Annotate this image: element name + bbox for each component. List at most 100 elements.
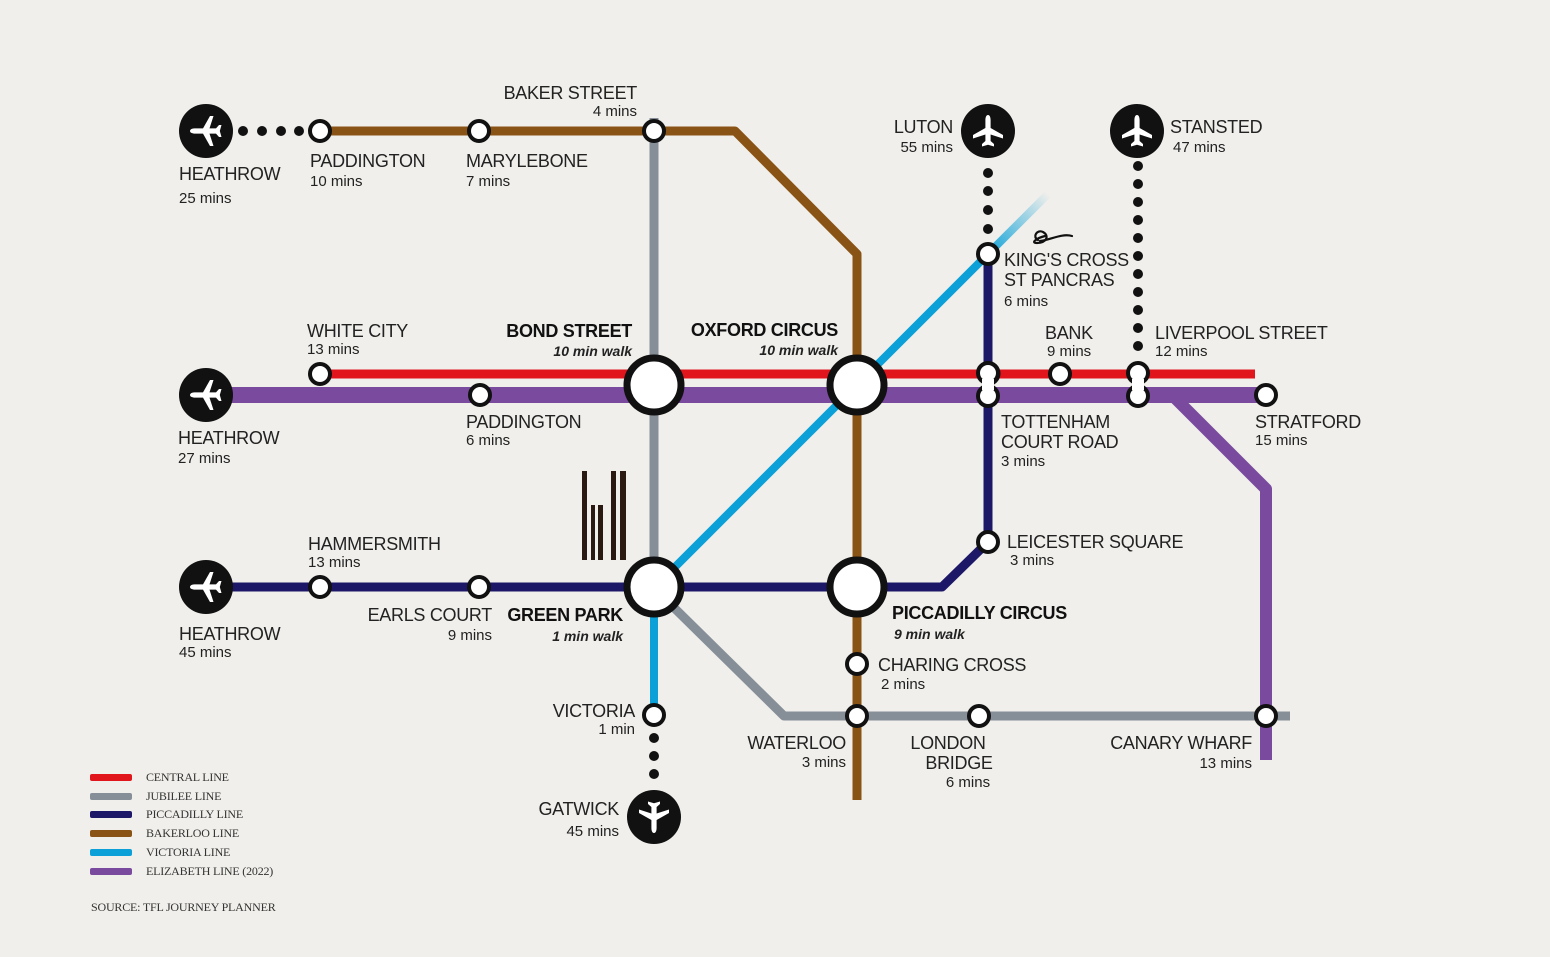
station-oxford-circus: OXFORD CIRCUS 10 min walk <box>690 320 838 358</box>
travel-time: 10 min walk <box>553 342 632 359</box>
station-markers <box>308 119 1278 728</box>
station-name: BOND STREET <box>506 321 632 341</box>
station-name-line1: LONDON <box>910 733 986 753</box>
source-note: SOURCE: TFL JOURNEY PLANNER <box>91 900 276 914</box>
station-canary-wharf: CANARY WHARF 13 mins <box>1110 733 1252 772</box>
bakerloo-line <box>320 126 862 875</box>
station-white-city: WHITE CITY 13 mins <box>307 321 408 358</box>
station-liverpool-street: LIVERPOOL STREET 12 mins <box>1155 323 1328 360</box>
station-name: LUTON <box>893 117 953 137</box>
station-name-line2: COURT ROAD <box>1001 431 1119 452</box>
station-name: EARLS COURT <box>367 605 493 625</box>
legend-label: ELIZABETH LINE (2022) <box>146 863 274 878</box>
station-name: STANSTED <box>1170 117 1263 137</box>
elizabeth-line <box>206 387 1380 848</box>
legend-label: BAKERLOO LINE <box>146 826 240 841</box>
travel-time: 1 min <box>598 720 635 738</box>
travel-time: 2 mins <box>881 675 926 693</box>
plane-icon <box>179 560 233 614</box>
legend-item-bakerloo: BAKERLOO LINE <box>90 824 273 843</box>
legend-item-elizabeth: ELIZABETH LINE (2022) <box>90 862 273 881</box>
travel-time: 9 min walk <box>894 625 965 642</box>
station-name-line2: BRIDGE <box>925 752 993 773</box>
travel-time: 13 mins <box>1199 754 1252 772</box>
travel-time: 45 mins <box>566 822 619 840</box>
station-name: VICTORIA <box>552 701 636 721</box>
station-bond-street: BOND STREET 10 min walk <box>506 321 632 359</box>
station-name: GREEN PARK <box>507 605 623 625</box>
station-name: PADDINGTON <box>310 151 426 171</box>
travel-time: 3 mins <box>1001 452 1046 470</box>
station-bank: BANK 9 mins <box>1045 323 1093 360</box>
travel-time: 13 mins <box>308 553 361 571</box>
station-name: CANARY WHARF <box>1110 733 1252 753</box>
station-paddington-bakerloo: PADDINGTON 10 mins <box>310 151 426 190</box>
travel-time: 7 mins <box>466 172 511 190</box>
station-baker-street: BAKER STREET 4 mins <box>503 83 638 120</box>
travel-time: 27 mins <box>178 449 231 467</box>
station-name: HEATHROW <box>179 164 281 184</box>
station-stratford: STRATFORD 15 mins <box>1255 412 1361 449</box>
travel-time: 13 mins <box>307 340 360 358</box>
plane-icon <box>179 368 233 422</box>
travel-time: 45 mins <box>179 643 232 661</box>
station-green-park: GREEN PARK 1 min walk <box>507 605 623 644</box>
station-tottenham-court-road: TOTTENHAM COURT ROAD 3 mins <box>1001 412 1119 470</box>
travel-time: 9 mins <box>447 626 492 644</box>
plane-icon <box>179 104 233 158</box>
station-name: STRATFORD <box>1255 412 1361 432</box>
legend-label: CENTRAL LINE <box>146 769 229 784</box>
legend-swatch <box>90 849 132 857</box>
station-luton: LUTON 55 mins <box>893 117 953 156</box>
travel-time: 25 mins <box>179 189 232 207</box>
station-name: CHARING CROSS <box>878 655 1027 675</box>
station-hammersmith: HAMMERSMITH 13 mins <box>308 534 441 571</box>
travel-time: 6 mins <box>1004 292 1049 310</box>
travel-time: 9 mins <box>1047 342 1092 360</box>
station-paddington-elizabeth: PADDINGTON 6 mins <box>466 412 582 449</box>
station-piccadilly-circus: PICCADILLY CIRCUS 9 min walk <box>892 603 1067 642</box>
plane-icon <box>961 104 1015 158</box>
travel-time: 15 mins <box>1255 431 1308 449</box>
station-waterloo: WATERLOO 3 mins <box>747 733 846 771</box>
station-name: HEATHROW <box>179 624 281 644</box>
legend-item-piccadilly: PICCADILLY LINE <box>90 806 273 825</box>
legend-swatch <box>90 811 132 819</box>
travel-time: 3 mins <box>801 753 846 771</box>
legend-swatch <box>90 773 132 781</box>
travel-time: 12 mins <box>1155 342 1208 360</box>
travel-time: 47 mins <box>1173 138 1226 156</box>
travel-time: 1 min walk <box>552 627 623 644</box>
legend-label: VICTORIA LINE <box>146 845 231 860</box>
interchange-seams <box>982 379 1144 390</box>
station-victoria: VICTORIA 1 min <box>552 701 636 738</box>
elizabeth-line-logo <box>1033 230 1074 245</box>
legend-label: JUBILEE LINE <box>146 788 222 803</box>
station-name: BAKER STREET <box>503 83 638 103</box>
plane-icon <box>627 790 681 844</box>
station-name: MARYLEBONE <box>466 151 588 171</box>
legend-label: PICCADILLY LINE <box>146 807 244 822</box>
station-name-line2: ST PANCRAS <box>1004 269 1115 290</box>
station-charing-cross: CHARING CROSS 2 mins <box>878 655 1027 693</box>
legend-swatch <box>90 867 132 875</box>
station-name: HEATHROW <box>178 428 280 448</box>
travel-time: 55 mins <box>900 138 953 156</box>
station-name: WHITE CITY <box>307 321 408 341</box>
station-name: PADDINGTON <box>466 412 582 432</box>
station-name: PICCADILLY CIRCUS <box>892 603 1067 623</box>
plane-icon <box>1110 104 1164 158</box>
legend-item-victoria: VICTORIA LINE <box>90 843 273 862</box>
station-heathrow-bottom: HEATHROW 45 mins <box>179 624 281 661</box>
station-earls-court: EARLS COURT 9 mins <box>367 605 493 644</box>
travel-time: 3 mins <box>1010 551 1055 569</box>
station-gatwick: GATWICK 45 mins <box>538 799 619 840</box>
travel-time: 10 min walk <box>759 341 838 358</box>
station-london-bridge: LONDON BRIDGE 6 mins <box>900 733 996 791</box>
station-stansted: STANSTED 47 mins <box>1170 117 1263 156</box>
station-heathrow-middle: HEATHROW 27 mins <box>178 428 280 467</box>
airport-links <box>238 126 1143 779</box>
station-name: OXFORD CIRCUS <box>690 320 838 340</box>
station-name-line1: TOTTENHAM <box>1001 412 1110 432</box>
